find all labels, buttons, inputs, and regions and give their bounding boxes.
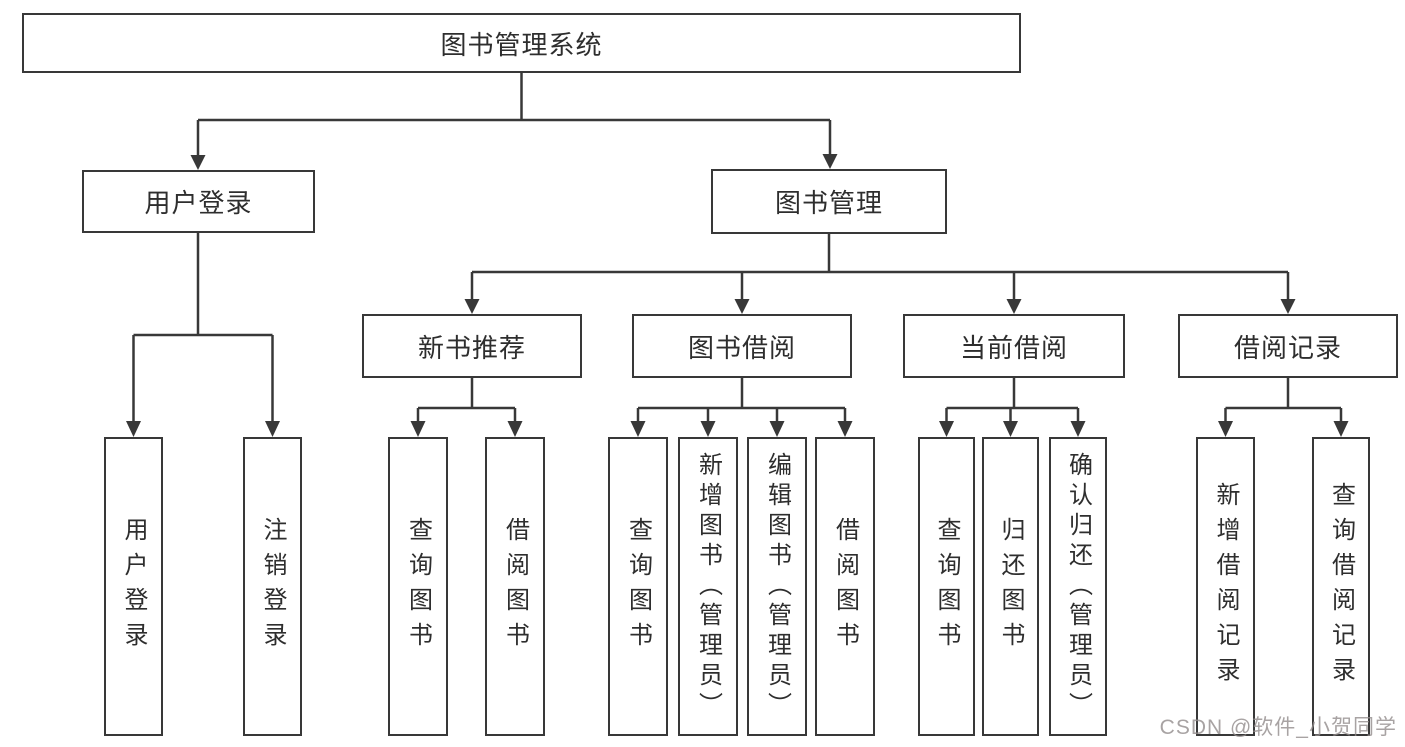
- arrowhead: [190, 155, 206, 170]
- leaf-add-book-admin: 新增图书（管理员）: [678, 437, 738, 736]
- leaf-borrow-books-borrowing: 借阅图书: [815, 437, 875, 736]
- arrowhead: [700, 421, 716, 437]
- node-user-login: 用户登录: [82, 170, 315, 233]
- arrowhead: [1218, 421, 1233, 437]
- connector-borrowrecord-to-leaves: [1218, 378, 1349, 437]
- connector-root-to-level2: [190, 73, 838, 170]
- arrowhead: [769, 421, 785, 437]
- arrowhead: [1070, 421, 1086, 437]
- arrowhead: [464, 299, 480, 314]
- arrowhead: [837, 421, 853, 437]
- arrowhead: [507, 421, 523, 437]
- leaf-query-books-current: 查询图书: [918, 437, 975, 736]
- connector-bookmgmt-to-level3: [464, 234, 1296, 314]
- leaf-query-books-borrowing: 查询图书: [608, 437, 668, 736]
- csdn-watermark: CSDN @软件_小贺同学: [1159, 716, 1397, 739]
- leaf-logout: 注销登录: [243, 437, 302, 736]
- arrowhead: [630, 421, 646, 437]
- arrowhead: [1006, 299, 1022, 314]
- arrowhead: [734, 299, 750, 314]
- arrowhead: [822, 154, 838, 169]
- leaf-confirm-return-admin: 确认归还（管理员）: [1049, 437, 1107, 736]
- leaf-edit-book-admin: 编辑图书（管理员）: [747, 437, 807, 736]
- connector-userlogin-to-leaves: [126, 233, 280, 437]
- connector-newbook-to-leaves: [410, 378, 523, 437]
- leaf-user-login: 用户登录: [104, 437, 163, 736]
- connector-currentborrow-to-leaves: [939, 378, 1086, 437]
- leaf-borrow-books-recommend: 借阅图书: [485, 437, 545, 736]
- arrowhead: [126, 421, 141, 437]
- node-borrowing-records: 借阅记录: [1178, 314, 1398, 378]
- arrowhead: [939, 421, 954, 437]
- node-current-borrowing: 当前借阅: [903, 314, 1125, 378]
- leaf-return-book: 归还图书: [982, 437, 1039, 736]
- leaf-query-books-recommend: 查询图书: [388, 437, 448, 736]
- arrowhead: [265, 421, 280, 437]
- leaf-add-borrow-record: 新增借阅记录: [1196, 437, 1255, 736]
- node-new-book-recommendation: 新书推荐: [362, 314, 582, 378]
- leaf-query-borrow-record: 查询借阅记录: [1312, 437, 1370, 736]
- arrowhead: [1280, 299, 1296, 314]
- connector-bookborrow-to-leaves: [630, 378, 853, 437]
- arrowhead: [1333, 421, 1349, 437]
- node-book-management: 图书管理: [711, 169, 947, 234]
- node-library-management-system: 图书管理系统: [22, 13, 1021, 73]
- arrowhead: [1003, 421, 1018, 437]
- node-book-borrowing: 图书借阅: [632, 314, 852, 378]
- arrowhead: [410, 421, 426, 437]
